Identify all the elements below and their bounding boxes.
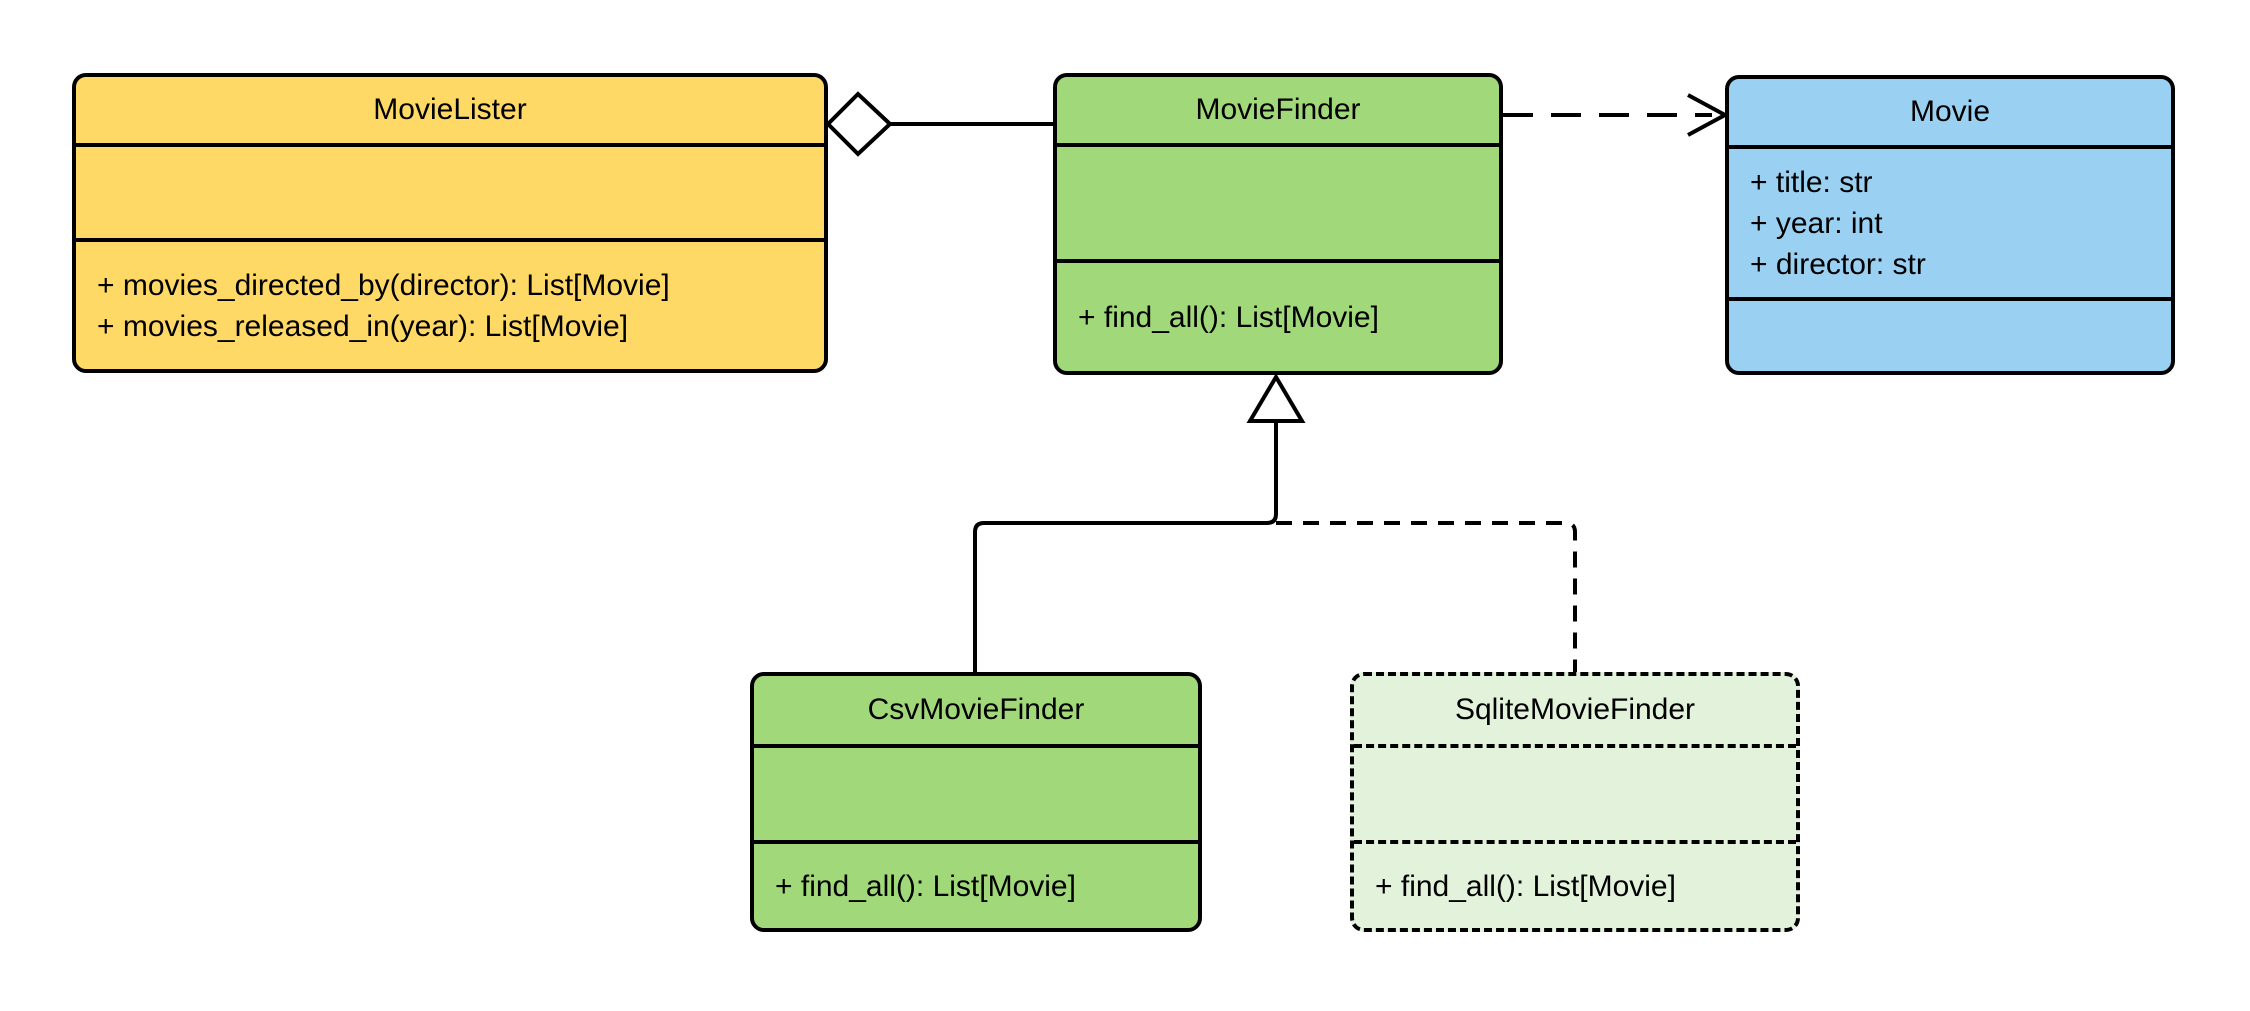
class-methods: + find_all(): List[Movie] — [1057, 263, 1499, 371]
class-title: MovieFinder — [1057, 77, 1499, 147]
class-attributes-empty — [754, 748, 1198, 844]
class-method: + find_all(): List[Movie] — [1375, 869, 1676, 903]
class-attribute: + year: int — [1750, 206, 1883, 240]
class-methods: + movies_directed_by(director): List[Mov… — [76, 242, 824, 369]
dependency-arrowhead — [1687, 93, 1730, 137]
generalization-line-sqlite — [1276, 521, 1577, 672]
class-method: + find_all(): List[Movie] — [775, 869, 1076, 903]
class-attributes-empty — [1354, 748, 1796, 844]
class-method: + movies_released_in(year): List[Movie] — [97, 309, 629, 343]
class-box-moviefinder: MovieFinder + find_all(): List[Movie] — [1053, 73, 1503, 375]
class-box-csvmoviefinder: CsvMovieFinder + find_all(): List[Movie] — [750, 672, 1202, 932]
class-box-sqlitemoviefinder: SqliteMovieFinder + find_all(): List[Mov… — [1350, 672, 1800, 932]
generalization-triangle — [1246, 373, 1306, 423]
class-attribute: + title: str — [1750, 165, 1873, 199]
class-title: Movie — [1729, 79, 2171, 149]
class-methods: + find_all(): List[Movie] — [754, 844, 1198, 928]
class-title: MovieLister — [76, 77, 824, 147]
class-attribute: + director: str — [1750, 247, 1926, 281]
class-box-movie: Movie + title: str + year: int + directo… — [1725, 75, 2175, 375]
generalization-line-csv — [973, 421, 1278, 672]
class-attributes: + title: str + year: int + director: str — [1729, 149, 2171, 301]
class-method: + movies_directed_by(director): List[Mov… — [97, 268, 670, 302]
class-methods: + find_all(): List[Movie] — [1354, 844, 1796, 928]
class-title: CsvMovieFinder — [754, 676, 1198, 748]
class-box-movielister: MovieLister + movies_directed_by(directo… — [72, 73, 828, 373]
class-title: SqliteMovieFinder — [1354, 676, 1796, 748]
class-methods-empty — [1729, 301, 2171, 371]
class-attributes-empty — [1057, 147, 1499, 263]
aggregation-diamond — [825, 91, 893, 157]
class-method: + find_all(): List[Movie] — [1078, 300, 1379, 334]
class-attributes-empty — [76, 147, 824, 242]
